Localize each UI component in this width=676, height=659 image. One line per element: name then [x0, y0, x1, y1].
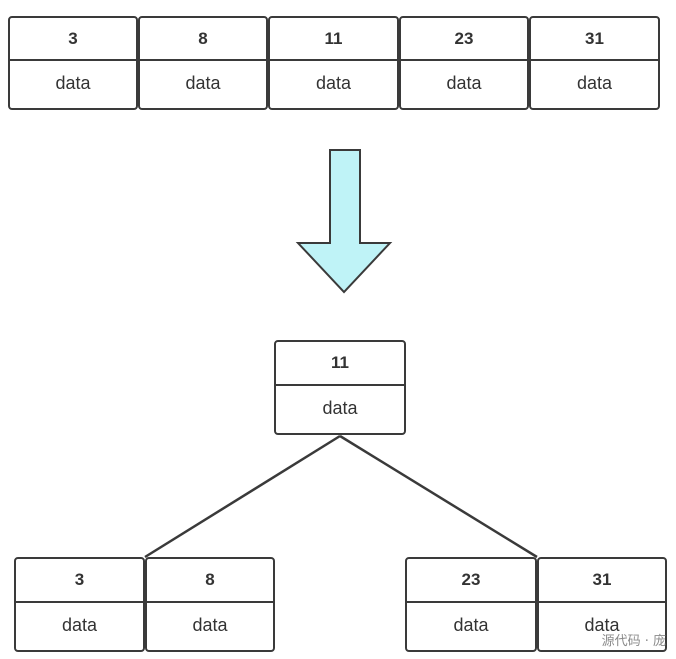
cell-divider	[401, 59, 527, 62]
root-key: 11	[331, 352, 349, 372]
right-cell-0: 23 data	[405, 557, 537, 652]
edge-root-right	[339, 434, 538, 559]
top-cell-1: 8 data	[138, 16, 268, 110]
top-cell-key: 8	[198, 28, 208, 48]
top-cell-2: 11 data	[268, 16, 399, 110]
left-cell-value: data	[61, 614, 98, 635]
left-cell-0: 3 data	[14, 557, 145, 652]
left-cell-key: 3	[74, 569, 85, 589]
left-cell-key: 8	[205, 569, 215, 589]
top-cell-value: data	[55, 73, 91, 94]
cell-divider	[407, 600, 535, 603]
down-arrow-icon	[295, 149, 393, 294]
right-cell-value: data	[453, 614, 489, 635]
cell-divider	[539, 600, 665, 603]
cell-divider	[147, 600, 273, 603]
top-cell-value: data	[315, 73, 352, 94]
right-cell-1: 31 data	[537, 557, 667, 652]
right-cell-value: data	[584, 614, 620, 635]
top-cell-0: 3 data	[8, 16, 138, 110]
top-cell-value: data	[576, 73, 613, 94]
left-cell-value: data	[192, 614, 228, 635]
cell-divider	[276, 383, 404, 386]
top-cell-key: 23	[454, 28, 474, 48]
right-cell-key: 31	[592, 569, 612, 589]
top-cell-key: 3	[68, 28, 78, 48]
cell-divider	[531, 59, 658, 62]
cell-divider	[16, 600, 143, 603]
top-cell-key: 31	[585, 28, 604, 48]
root-value: data	[322, 397, 358, 418]
top-cell-key: 11	[324, 28, 343, 48]
left-cell-1: 8 data	[145, 557, 275, 652]
top-cell-value: data	[446, 73, 482, 94]
top-cell-3: 23 data	[399, 16, 529, 110]
cell-divider	[10, 59, 136, 62]
right-cell-key: 23	[461, 569, 481, 589]
top-cell-4: 31 data	[529, 16, 660, 110]
cell-divider	[270, 59, 397, 62]
top-cell-value: data	[185, 73, 221, 94]
watermark: 源代码 · 庞	[601, 634, 666, 649]
cell-divider	[140, 59, 266, 62]
edge-root-left	[144, 434, 341, 559]
tree-root-node: 11 data	[274, 340, 406, 435]
